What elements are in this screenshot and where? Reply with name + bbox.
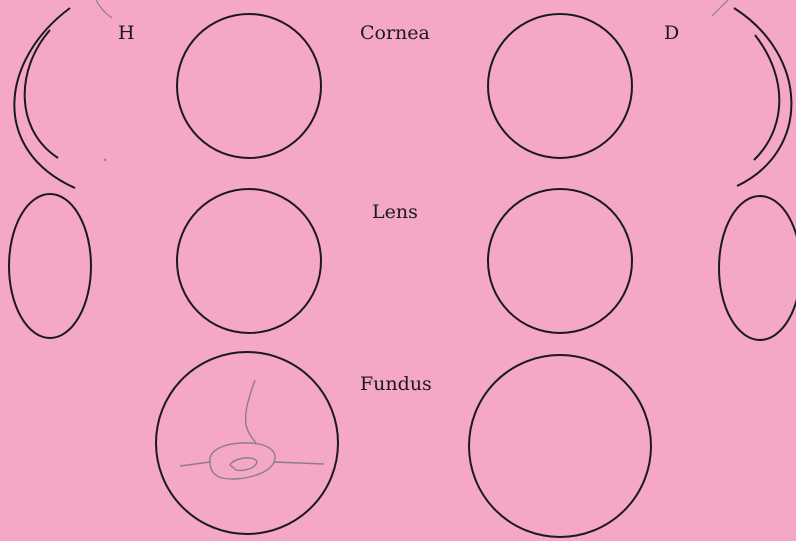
vessel-line-left: [180, 462, 210, 466]
lens-label: Lens: [372, 203, 418, 222]
cornea-label: Cornea: [360, 24, 430, 43]
vessel-line-up: [246, 380, 256, 443]
left-cornea-profile-inner-arc: [25, 30, 58, 158]
fundus-right-circle: [469, 355, 651, 537]
cornea-left-circle: [177, 14, 321, 158]
fundus-label: Fundus: [360, 375, 432, 394]
lens-left-side-ellipse: [9, 194, 91, 338]
lens-right-circle: [488, 189, 632, 333]
cornea-right-circle: [488, 14, 632, 158]
pencil-mark-top-right: [712, 0, 728, 16]
lens-left-circle: [177, 189, 321, 333]
pencil-dot: [104, 159, 106, 161]
right-cornea-profile-inner-arc: [754, 35, 779, 160]
left-eye-label: H: [118, 24, 135, 43]
fundus-pencil-sketch: [180, 380, 324, 479]
vessel-line-right: [274, 462, 324, 464]
optic-disc-outline: [210, 443, 275, 479]
optic-cup-outline: [230, 458, 257, 470]
right-eye-label: D: [664, 24, 679, 43]
pencil-mark-top-left: [96, 0, 112, 18]
lens-right-side-ellipse: [719, 196, 796, 340]
right-cornea-profile-outer-arc: [734, 8, 791, 186]
